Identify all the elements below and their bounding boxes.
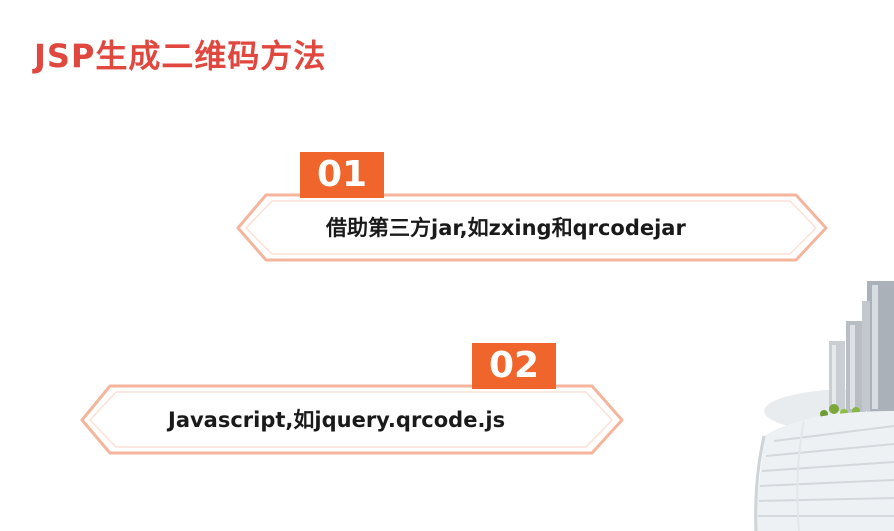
page-title: JSP生成二维码方法 (34, 37, 327, 75)
list-item-1: 01 借助第三方jar,如zxing和qrcodejar (236, 150, 828, 262)
item-text-2: Javascript,如jquery.qrcode.js (168, 408, 506, 432)
badge-bg-2 (472, 343, 556, 389)
item-frame-2 (80, 384, 624, 455)
badge-bg-1 (300, 152, 384, 198)
city-tower-illustration (754, 281, 894, 531)
list-item-2: 02 Javascript,如jquery.qrcode.js (80, 340, 624, 456)
item-frame-1 (236, 193, 828, 262)
number-badge-1: 01 (300, 152, 384, 198)
badge-number-2: 02 (488, 345, 540, 386)
item-text-1: 借助第三方jar,如zxing和qrcodejar (326, 216, 686, 240)
badge-number-1: 01 (316, 154, 368, 195)
number-badge-2: 02 (472, 343, 556, 389)
